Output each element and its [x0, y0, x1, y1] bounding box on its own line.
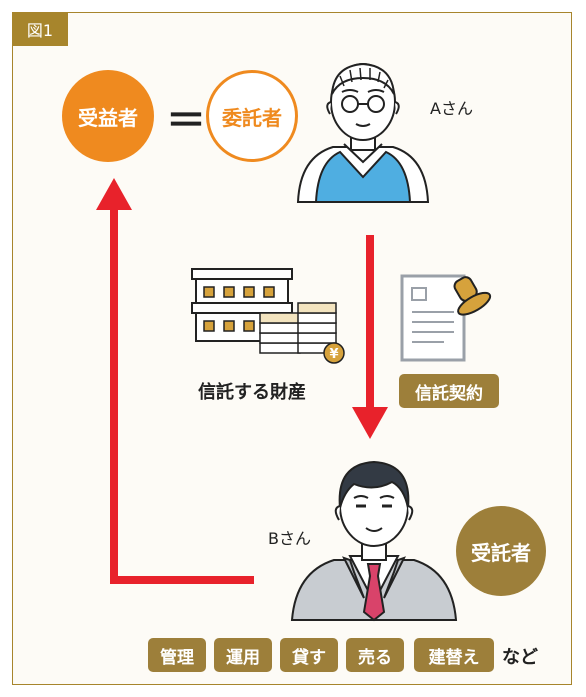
trustee-label: 受託者	[471, 540, 531, 565]
trustee-circle: 受託者	[456, 506, 546, 596]
building-money-icon: ¥	[191, 268, 345, 364]
down-arrow	[352, 235, 388, 439]
elderly-man-illustration	[296, 62, 430, 203]
contract-document-icon	[400, 274, 492, 362]
businessman-illustration	[290, 460, 458, 622]
action-chip-rebuild: 建替え	[414, 638, 494, 672]
person-a-label: Aさん	[430, 99, 473, 118]
action-chip-lend: 貸す	[280, 638, 338, 672]
return-arrow	[96, 178, 254, 584]
action-manage-label: 管理	[160, 647, 194, 668]
settlor-label: 委託者	[222, 105, 282, 130]
trust-contract-badge: 信託契約	[399, 374, 499, 408]
action-sell-label: 売る	[358, 647, 392, 668]
action-chip-sell: 売る	[346, 638, 404, 672]
actions-suffix: など	[502, 647, 538, 668]
beneficiary-circle: 受益者	[62, 70, 154, 162]
action-lend-label: 貸す	[292, 647, 326, 668]
trust-contract-label: 信託契約	[415, 383, 483, 404]
action-rebuild-label: 建替え	[428, 647, 480, 668]
settlor-circle: 委託者	[206, 70, 298, 162]
equals-sign: ＝	[166, 98, 206, 144]
person-b-label: Bさん	[268, 529, 311, 548]
action-chip-manage: 管理	[148, 638, 206, 672]
figure-tag: 図1	[12, 12, 68, 46]
trust-property-label: 信託する財産	[198, 382, 306, 403]
action-chip-operate: 運用	[214, 638, 272, 672]
action-operate-label: 運用	[226, 647, 260, 668]
beneficiary-label: 受益者	[78, 105, 138, 130]
yen-symbol: ¥	[329, 347, 338, 362]
